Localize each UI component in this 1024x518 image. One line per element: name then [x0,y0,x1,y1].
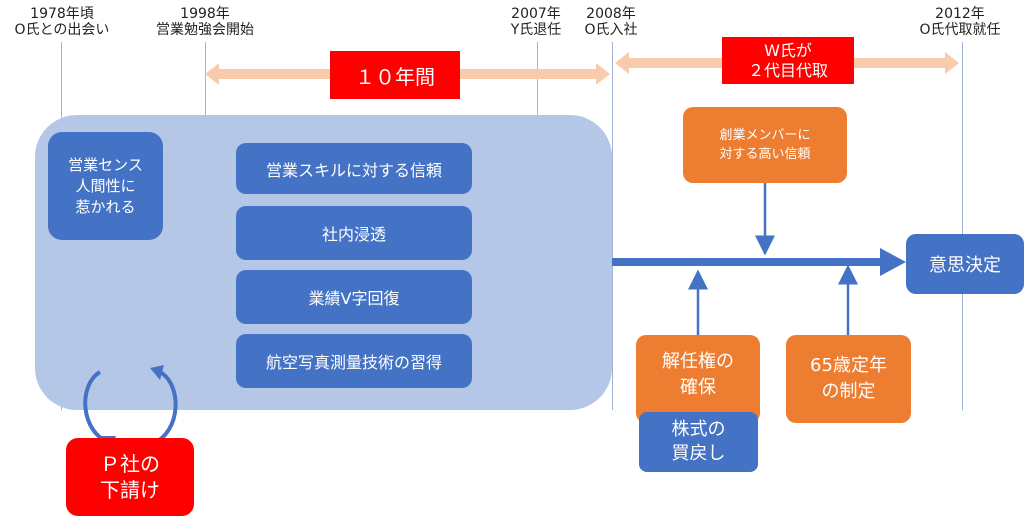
ten-years-label: １０年間 [330,51,460,99]
trust-item-aerial-survey: 航空写真測量技術の習得 [236,334,472,388]
trust-item-performance-recovery: 業績V字回復 [236,270,472,324]
timeline-label-2007: 2007年 Y氏退任 [500,6,572,38]
timeline-event: Y氏退任 [510,22,562,38]
main-decision-arrow [612,248,906,276]
sales-sense-box: 営業センス 人間性に 惹かれる [48,132,163,240]
timeline-event: 営業勉強会開始 [156,22,254,38]
decision-box: 意思決定 [906,234,1024,294]
cycle-arrow-right-head [150,365,164,380]
timeline-event: O氏との出会い [14,22,110,38]
buyback-box: 株式の 買戻し [639,412,758,472]
timeline-label-2012: 2012年 O氏代取就任 [905,6,1015,38]
timeline-year: 2012年 [935,6,985,22]
trust-item-sales-skill: 営業スキルに対する信頼 [236,143,472,194]
trust-item-internal-penetration: 社内浸透 [236,206,472,260]
retirement-age-box: 65歳定年 の制定 [786,335,911,423]
founder-trust-box: 創業メンバーに 対する高い信頼 [683,107,847,183]
timeline-year: 2008年 [586,6,636,22]
timeline-label-1998: 1998年 営業勉強会開始 [145,6,265,38]
timeline-label-1978: 1978年頃 O氏との出会い [12,6,112,38]
timeline-event: O氏入社 [584,22,638,38]
subcontract-box: Ｐ社の 下請け [66,438,194,516]
timeline-line-2012 [962,42,963,410]
timeline-year: 2007年 [511,6,561,22]
timeline-line-2008 [612,42,613,410]
second-president-label: W氏が ２代目代取 [722,37,854,84]
timeline-year: 1978年頃 [30,6,94,22]
timeline-event: O氏代取就任 [919,22,1001,38]
timeline-year: 1998年 [180,6,230,22]
timeline-label-2008: 2008年 O氏入社 [575,6,647,38]
cycle-arrow-left [83,370,111,445]
dismissal-right-box: 解任権の 確保 [636,335,760,423]
cycle-arrow-right [151,370,178,446]
